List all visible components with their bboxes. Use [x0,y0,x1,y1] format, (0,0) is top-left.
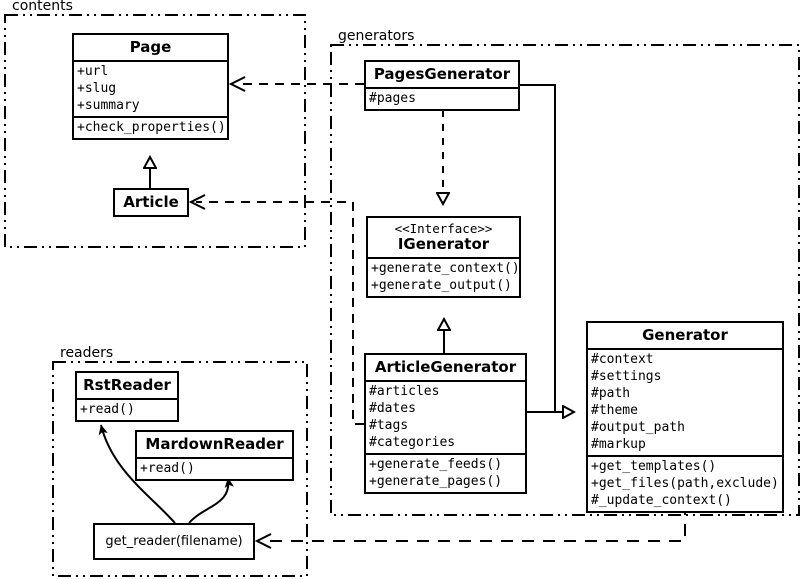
class-article[interactable]: Article [113,188,189,217]
class-generator[interactable]: Generator #context #settings #path #them… [586,321,784,513]
method-row: +generate_output() [371,278,512,293]
method-row: #_update_context() [591,493,732,508]
class-igenerator-title: <<Interface>> IGenerator [368,218,519,257]
class-igenerator[interactable]: <<Interface>> IGenerator +generate_conte… [366,216,521,298]
class-articlegenerator-methods: +generate_feeds() +generate_pages() [366,453,525,492]
class-page-attributes: +url +slug +summary [74,60,227,116]
attribute-row: +slug [77,81,117,96]
class-generator-attributes: #context #settings #path #theme #output_… [588,348,782,455]
attribute-row: #categories [369,435,456,450]
class-page[interactable]: Page +url +slug +summary +check_properti… [72,33,229,140]
class-pagesgenerator[interactable]: PagesGenerator #pages [364,60,520,111]
attribute-row: +summary [77,98,140,113]
attribute-row: #markup [591,437,646,452]
attribute-row: #theme [591,403,638,418]
class-rstreader[interactable]: RstReader +read() [75,371,179,422]
class-generator-methods: +get_templates() +get_files(path,exclude… [588,455,782,511]
method-row: +generate_feeds() [369,457,503,472]
method-row: +read() [80,402,135,417]
class-mardownreader-title: MardownReader [145,435,284,453]
package-label-contents: contents [10,0,75,14]
attribute-row: #dates [369,401,416,416]
class-pagesgenerator-title: PagesGenerator [373,65,511,83]
class-igenerator-methods: +generate_context() +generate_output() [368,257,520,296]
attribute-row: #path [591,386,631,401]
function-get-reader-label: get_reader(filename) [105,534,243,549]
package-frame-contents [4,14,306,248]
method-row: +get_templates() [591,459,717,474]
class-page-title: Page [129,38,172,56]
attribute-row: #output_path [591,420,685,435]
method-row: +check_properties() [77,120,226,135]
attribute-row: #context [591,352,654,367]
attribute-row: #settings [591,369,662,384]
package-label-readers: readers [58,345,116,361]
method-row: +generate_context() [371,261,520,276]
function-get-reader[interactable]: get_reader(filename) [93,523,255,560]
class-generator-title: Generator [642,326,728,344]
class-igenerator-name: IGenerator [397,235,490,253]
class-articlegenerator-attributes: #articles #dates #tags #categories [366,380,525,453]
method-row: +generate_pages() [369,474,503,489]
attribute-row: #articles [369,384,440,399]
class-articlegenerator[interactable]: ArticleGenerator #articles #dates #tags … [364,353,527,494]
class-article-title: Article [123,193,179,211]
class-articlegenerator-title: ArticleGenerator [374,358,517,376]
class-igenerator-stereotype: <<Interface>> [394,221,493,236]
class-pagesgenerator-attributes: #pages [366,87,518,109]
method-row: +get_files(path,exclude) [591,476,779,491]
package-frame-readers [52,361,308,577]
method-row: +read() [140,461,195,476]
package-label-generators: generators [336,28,417,44]
class-mardownreader-methods: +read() [137,457,292,479]
class-page-methods: +check_properties() [74,116,227,138]
class-rstreader-methods: +read() [77,398,177,420]
class-mardownreader[interactable]: MardownReader +read() [135,430,294,481]
class-rstreader-title: RstReader [83,376,171,394]
attribute-row: +url [77,64,109,79]
attribute-row: #pages [369,91,416,106]
attribute-row: #tags [369,418,409,433]
